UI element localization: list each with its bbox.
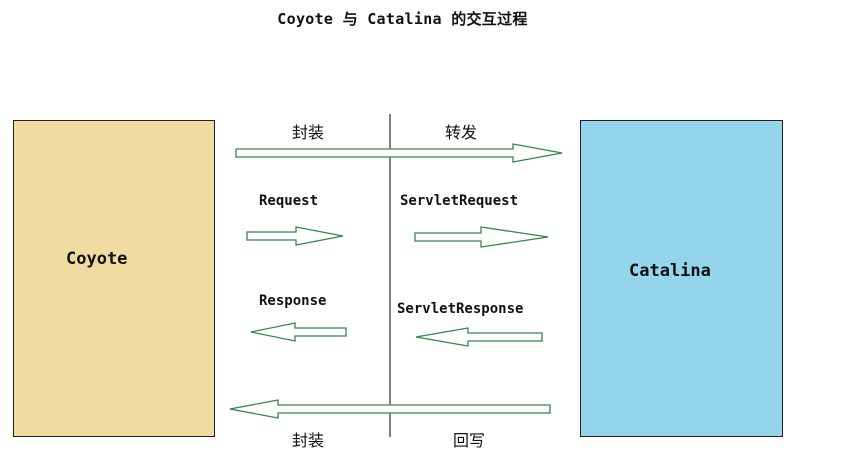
arrow-top-forward	[235, 143, 563, 163]
arrow-response	[250, 322, 347, 342]
label-request: Request	[259, 193, 319, 209]
arrow-bottom-return	[229, 399, 551, 419]
label-encapsulate-top: 封装	[292, 123, 325, 142]
coyote-label: Coyote	[66, 249, 128, 269]
coyote-box: Coyote	[13, 120, 215, 437]
arrow-servlet-response	[415, 327, 543, 347]
catalina-label: Catalina	[629, 261, 711, 281]
diagram-title: Coyote 与 Catalina 的交互过程	[277, 10, 528, 28]
arrow-servlet-request	[414, 226, 549, 248]
catalina-box: Catalina	[580, 120, 783, 437]
arrow-request	[246, 226, 344, 246]
label-write-back: 回写	[453, 431, 486, 450]
label-encapsulate-bottom: 封装	[292, 431, 325, 450]
label-forward: 转发	[445, 123, 478, 142]
label-servlet-response: ServletResponse	[397, 301, 524, 317]
label-servlet-request: ServletRequest	[400, 193, 519, 209]
label-response: Response	[259, 293, 327, 309]
